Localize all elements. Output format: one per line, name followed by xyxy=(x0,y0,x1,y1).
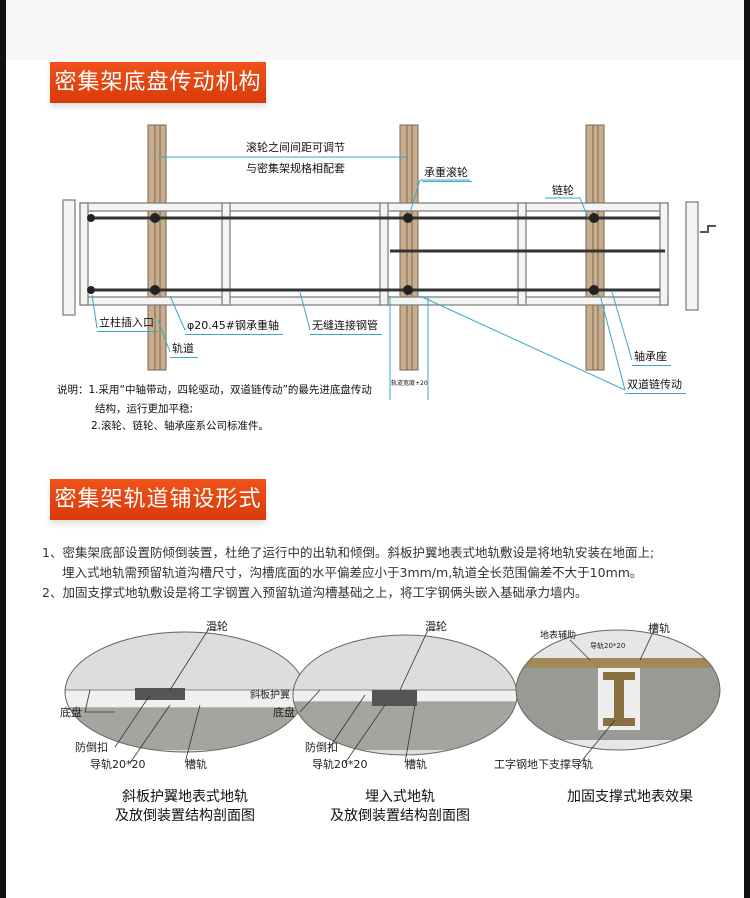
label-sprocket: 链轮 xyxy=(552,184,574,197)
paragraph-1-cont: 埋入式地轨需预留轨道沟槽尺寸，沟槽底面的水平偏差应小于3mm/m,轨道全长范围偏… xyxy=(62,565,643,580)
fig2-label-channel: 槽轨 xyxy=(405,758,427,771)
note-line-3: 2.滚轮、链轮、轴承座系公司标准件。 xyxy=(91,420,270,432)
figure-3-section xyxy=(516,630,720,750)
fig1-label-pulley: 滑轮 xyxy=(206,620,228,633)
fig2-label-guide: 导轨20*20 xyxy=(312,758,368,771)
label-bearing-seat: 轴承座 xyxy=(632,348,671,366)
section-title-chassis: 密集架底盘传动机构 xyxy=(50,62,266,103)
section-title-track: 密集架轨道铺设形式 xyxy=(50,479,266,520)
figure-1-section xyxy=(65,632,305,752)
fig1-label-anti-tip: 防倒扣 xyxy=(75,741,108,754)
fig2-caption-line1: 埋入式地轨 xyxy=(365,789,435,805)
frame xyxy=(62,199,699,316)
fig1-label-guide: 导轨20*20 xyxy=(90,758,146,771)
label-load-roller: 承重滚轮 xyxy=(422,164,472,182)
fig1-label-chassis: 底盘 xyxy=(60,706,82,719)
fig3-label-surface-aux: 地表辅助 xyxy=(540,631,577,641)
fig2-caption: 埋入式地轨 及放倒装置结构剖面图 xyxy=(300,788,500,826)
label-shaft: φ20.45#钢承重轴 xyxy=(185,317,283,335)
fig3-label-ibeam: 工字钢地下支撑导轨 xyxy=(494,758,593,771)
fig3-label-guide: 导轨20*20 xyxy=(590,642,626,650)
paragraph-2: 2、加固支撑式地轨敷设是将工字钢置入预留轨道沟槽基础之上，将工字钢俩头嵌入基础承… xyxy=(42,585,588,600)
leader-lines xyxy=(91,156,633,400)
fig2-label-chassis: 底盘 xyxy=(273,706,295,719)
fig2-caption-line2: 及放倒装置结构剖面图 xyxy=(330,808,470,824)
left-border xyxy=(0,0,6,898)
label-seamless-tube: 无缝连接钢管 xyxy=(310,317,382,335)
figure-leaders xyxy=(84,627,656,764)
figure-2-section xyxy=(293,635,517,755)
note-line-1: 说明：1.采用“中轴带动，四轮驱动，双道链传动”的最先进底盘传动 xyxy=(57,384,372,396)
top-band xyxy=(6,0,744,60)
label-double-chain: 双道链传动 xyxy=(625,376,686,394)
rollers xyxy=(87,213,599,295)
fig2-label-pulley: 滑轮 xyxy=(425,620,447,633)
label-track: 轨道 xyxy=(170,340,198,358)
right-border xyxy=(744,0,750,898)
label-dimension: 轨道宽度+20 xyxy=(391,380,428,387)
paragraph-1: 1、密集架底部设置防倾倒装置，杜绝了运行中的出轨和倾倒。斜板护翼地表式地轨敷设是… xyxy=(42,545,655,560)
label-spacing-line1: 滚轮之间间距可调节 xyxy=(246,141,345,154)
shafts xyxy=(88,216,665,292)
label-column-socket: 立柱插入口 xyxy=(97,314,158,332)
fig3-caption: 加固支撑式地表效果 xyxy=(530,788,730,807)
fig1-caption-line1: 斜板护翼地表式地轨 xyxy=(122,789,248,805)
fig3-caption-line1: 加固支撑式地表效果 xyxy=(567,789,693,805)
fig1-caption-line2: 及放倒装置结构剖面图 xyxy=(115,808,255,824)
fig3-label-channel: 槽轨 xyxy=(648,622,670,635)
handle xyxy=(700,225,716,233)
note-line-2: 结构，运行更加平稳; xyxy=(95,403,194,415)
tracks xyxy=(147,124,605,371)
fig1-label-wing: 斜板护翼 xyxy=(250,690,290,701)
fig1-caption: 斜板护翼地表式地轨 及放倒装置结构剖面图 xyxy=(85,788,285,826)
fig1-label-channel: 槽轨 xyxy=(185,758,207,771)
fig2-label-anti-tip: 防倒扣 xyxy=(305,741,338,754)
label-spacing-line2: 与密集架规格相配套 xyxy=(246,162,345,175)
